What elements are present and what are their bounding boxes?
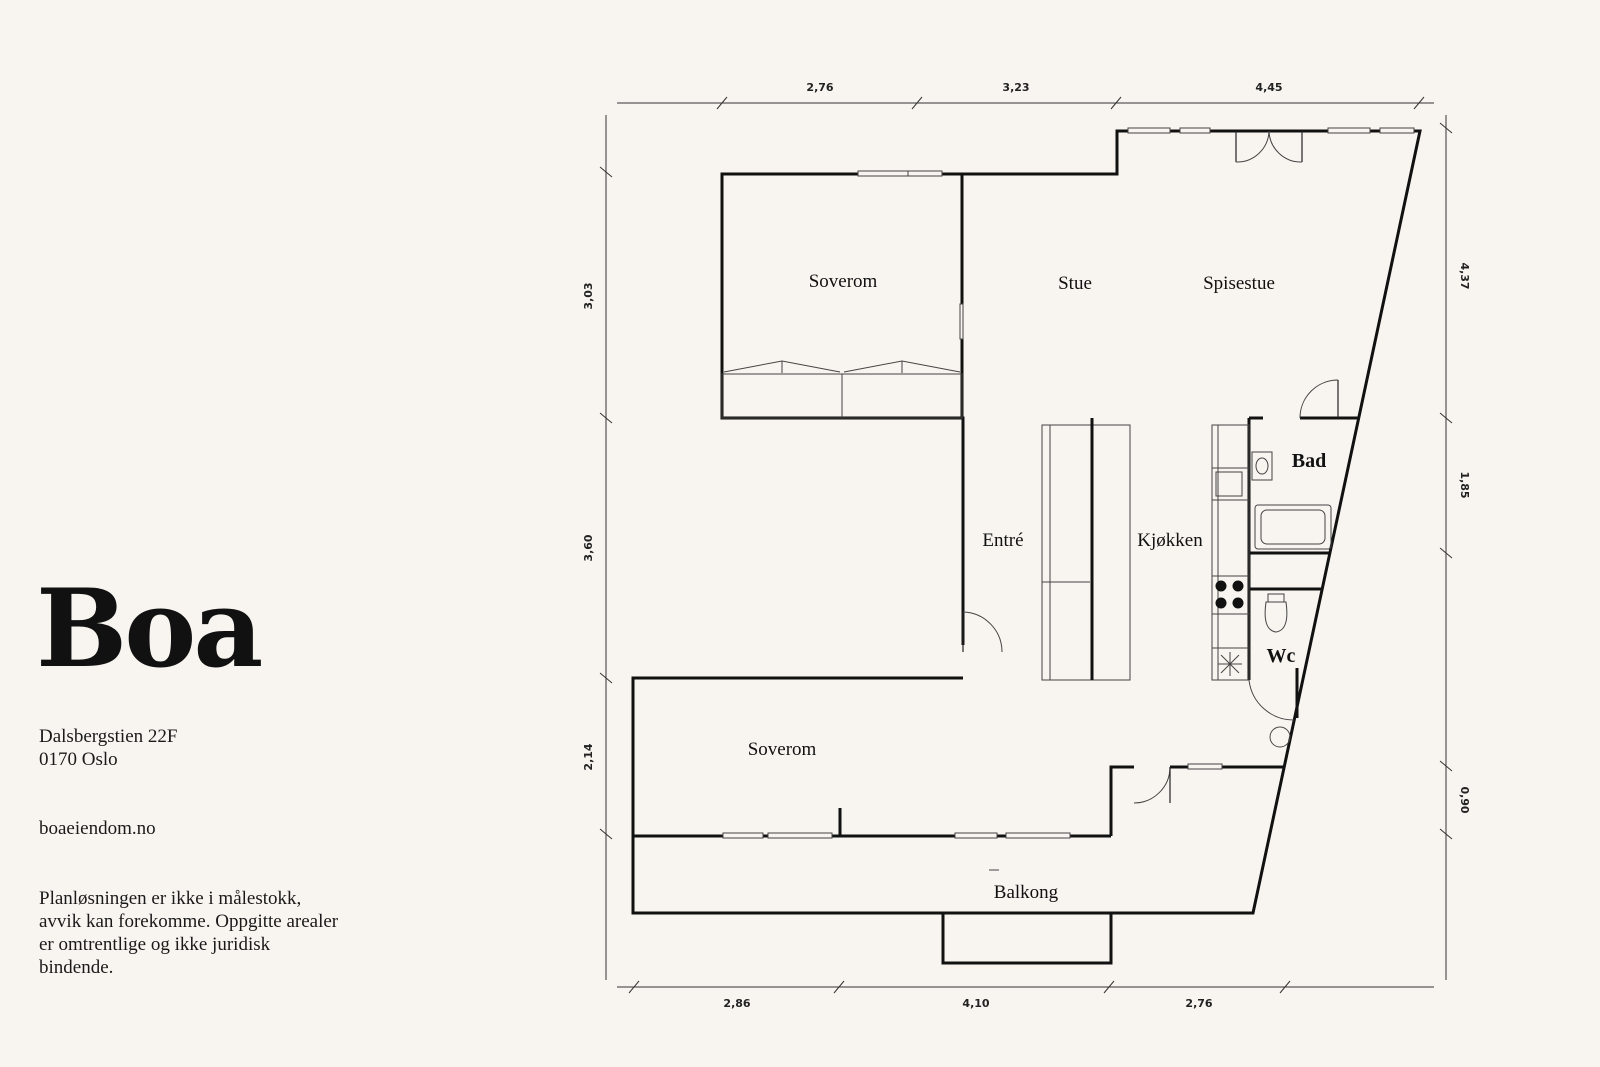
room-label-spisestue: Spisestue — [1203, 273, 1275, 294]
room-label-bad: Bad — [1292, 450, 1326, 472]
address: Dalsbergstien 22F 0170 Oslo — [39, 725, 177, 771]
doors — [959, 130, 1339, 804]
dim-top-3: 4,45 — [1255, 81, 1282, 94]
room-label-kjokken: Kjøkken — [1137, 530, 1203, 551]
dim-left-1: 3,03 — [582, 282, 595, 309]
dim-left-2: 3,60 — [582, 534, 595, 561]
dim-bottom-3: 2,76 — [1185, 997, 1212, 1010]
dim-top-2: 3,23 — [1002, 81, 1029, 94]
dim-bottom-1: 2,86 — [723, 997, 750, 1010]
website-link[interactable]: boaeiendom.no — [39, 818, 156, 839]
dim-right-1: 4,37 — [1458, 262, 1471, 289]
windows — [722, 127, 1415, 839]
dim-bottom-2: 4,10 — [962, 997, 989, 1010]
fixtures — [721, 360, 1332, 871]
room-label-entre: Entré — [982, 530, 1023, 551]
room-label-soverom-top: Soverom — [809, 271, 878, 292]
dim-right-2: 1,85 — [1458, 471, 1471, 498]
disclaimer-text: Planløsningen er ikke i målestokk, avvik… — [39, 888, 339, 978]
address-city: 0170 Oslo — [39, 749, 118, 770]
dim-right-3: 0,90 — [1458, 786, 1471, 813]
address-street: Dalsbergstien 22F — [39, 726, 178, 747]
dimension-lines — [599, 96, 1453, 994]
dim-top-1: 2,76 — [806, 81, 833, 94]
room-label-wc: Wc — [1267, 645, 1296, 667]
dim-left-3: 2,14 — [582, 743, 595, 770]
room-label-balkong: Balkong — [994, 882, 1059, 903]
room-label-stue: Stue — [1058, 273, 1092, 294]
brand-logo: Boa — [36, 566, 263, 692]
room-label-soverom-bottom: Soverom — [748, 739, 817, 760]
